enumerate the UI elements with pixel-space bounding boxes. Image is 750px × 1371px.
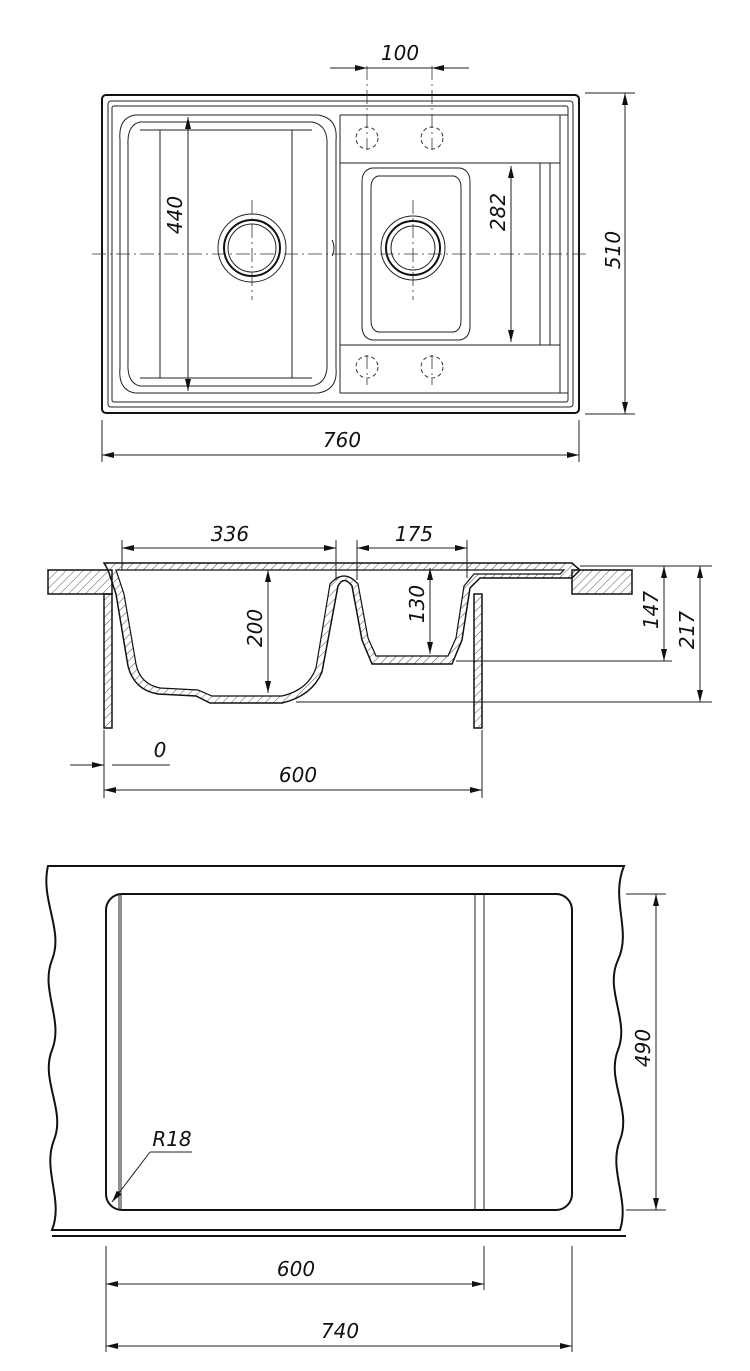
dim-cutout-height: 490 xyxy=(631,1029,655,1067)
cutout-view: R18 490 600 740 xyxy=(45,865,666,1352)
dim-main-bowl-width: 336 xyxy=(211,522,249,546)
countertop-outline xyxy=(45,865,626,1231)
main-bowl-outline xyxy=(119,114,337,394)
dim-zero-offset: 0 xyxy=(154,738,167,762)
dim-small-bowl-length: 282 xyxy=(486,193,510,231)
dim-main-depth: 200 xyxy=(243,609,267,647)
small-bowl-outline xyxy=(361,167,471,341)
dim-hole-spacing: 100 xyxy=(381,41,419,65)
dim-main-bowl-length: 440 xyxy=(163,196,187,234)
cutout-outline xyxy=(105,893,573,1211)
top-view: 100 440 282 510 760 xyxy=(92,41,635,462)
dim-cutout-width: 740 xyxy=(321,1319,359,1343)
dim-small-bowl-width: 175 xyxy=(395,522,433,546)
dim-overall-width: 760 xyxy=(323,428,361,452)
dim-main-bowl-total: 217 xyxy=(675,611,699,649)
dim-overall-depth: 510 xyxy=(601,231,625,269)
dim-small-bowl-total: 147 xyxy=(639,591,663,629)
countertop-right xyxy=(571,569,633,595)
dim-cutout-cabinet: 600 xyxy=(277,1257,315,1281)
cabinet-wall-left xyxy=(103,593,113,729)
dim-corner-radius: R18 xyxy=(152,1127,191,1151)
dim-small-depth: 130 xyxy=(405,585,429,623)
countertop-left xyxy=(47,569,113,595)
dim-cabinet-width: 600 xyxy=(279,763,317,787)
section-view: 336 175 200 130 147 217 0 600 xyxy=(47,522,712,798)
